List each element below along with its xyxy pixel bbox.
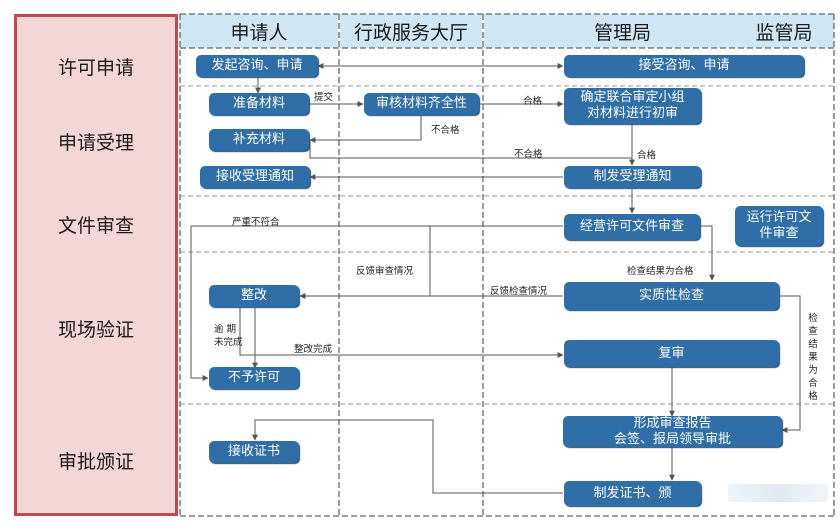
label-serious-nonconformity: 严重不符合 (232, 217, 280, 228)
phase-acceptance: 申请受理 (57, 131, 134, 154)
node-license-denied: 不予许可 (209, 367, 299, 389)
node-supplement-materials: 补充材料 (209, 129, 309, 151)
node-initiate-consultation: 发起咨询、申请 (196, 55, 318, 77)
label-fail-1: 不合格 (431, 125, 460, 136)
label-rectification-done: 整改完成 (294, 344, 333, 355)
node-re-review: 复审 (564, 340, 779, 367)
label-pass-1: 合格 (523, 96, 543, 107)
node-receive-certificate: 接收证书 (209, 441, 299, 463)
node-rectification: 整改 (209, 285, 299, 307)
node-substantive-inspection: 实质性检查 (564, 282, 779, 310)
flow-arrows (190, 63, 801, 494)
label-feedback-review: 反馈审查情况 (356, 266, 414, 277)
label-fail-2: 不合格 (514, 149, 543, 160)
node-receive-acceptance-notice: 接收受理通知 (200, 166, 310, 188)
node-check-completeness: 审核材料齐全性 (364, 93, 479, 115)
phase-dividers (180, 85, 834, 405)
node-prepare-materials: 准备材料 (209, 93, 309, 115)
node-business-license-doc-review: 经营许可文件审查 (564, 214, 700, 240)
watermark-smudge (728, 484, 828, 502)
lane-header-service-hall: 行政服务大厅 (340, 14, 482, 48)
lane-header-applicant: 申请人 (180, 14, 338, 48)
label-side-result-pass: 检查结果为合格 (808, 313, 818, 402)
node-operation-license-doc-review: 运行许可文 件审查 (735, 206, 823, 246)
phase-license-application: 许可申请 (57, 56, 134, 79)
phase-column (14, 14, 178, 516)
phase-site-verification: 现场验证 (57, 318, 134, 341)
node-form-review-report: 形成审查报告 会签、报局领导审批 (563, 416, 782, 447)
phase-document-review: 文件审查 (57, 214, 134, 237)
label-submit: 提交 (314, 92, 334, 103)
lane-header-supervision: 监管局 (734, 14, 834, 48)
label-pass-2: 合格 (637, 150, 657, 161)
node-issue-acceptance-notice: 制发受理通知 (564, 166, 701, 188)
node-accept-consultation: 接受咨询、申请 (564, 55, 804, 77)
lane-header-management: 管理局 (484, 14, 734, 48)
label-result-pass: 检查结果为合格 (627, 266, 694, 277)
label-feedback-inspection: 反馈检查情况 (490, 286, 548, 297)
phase-approval: 审批颁证 (57, 450, 134, 473)
node-issue-certificate: 制发证书、颁 (564, 481, 701, 506)
label-overdue-incomplete: 逾 期 未完成 (214, 324, 243, 348)
lane-dividers (179, 13, 835, 517)
node-form-review-group: 确定联合审定小组 对材料进行初审 (564, 88, 701, 124)
